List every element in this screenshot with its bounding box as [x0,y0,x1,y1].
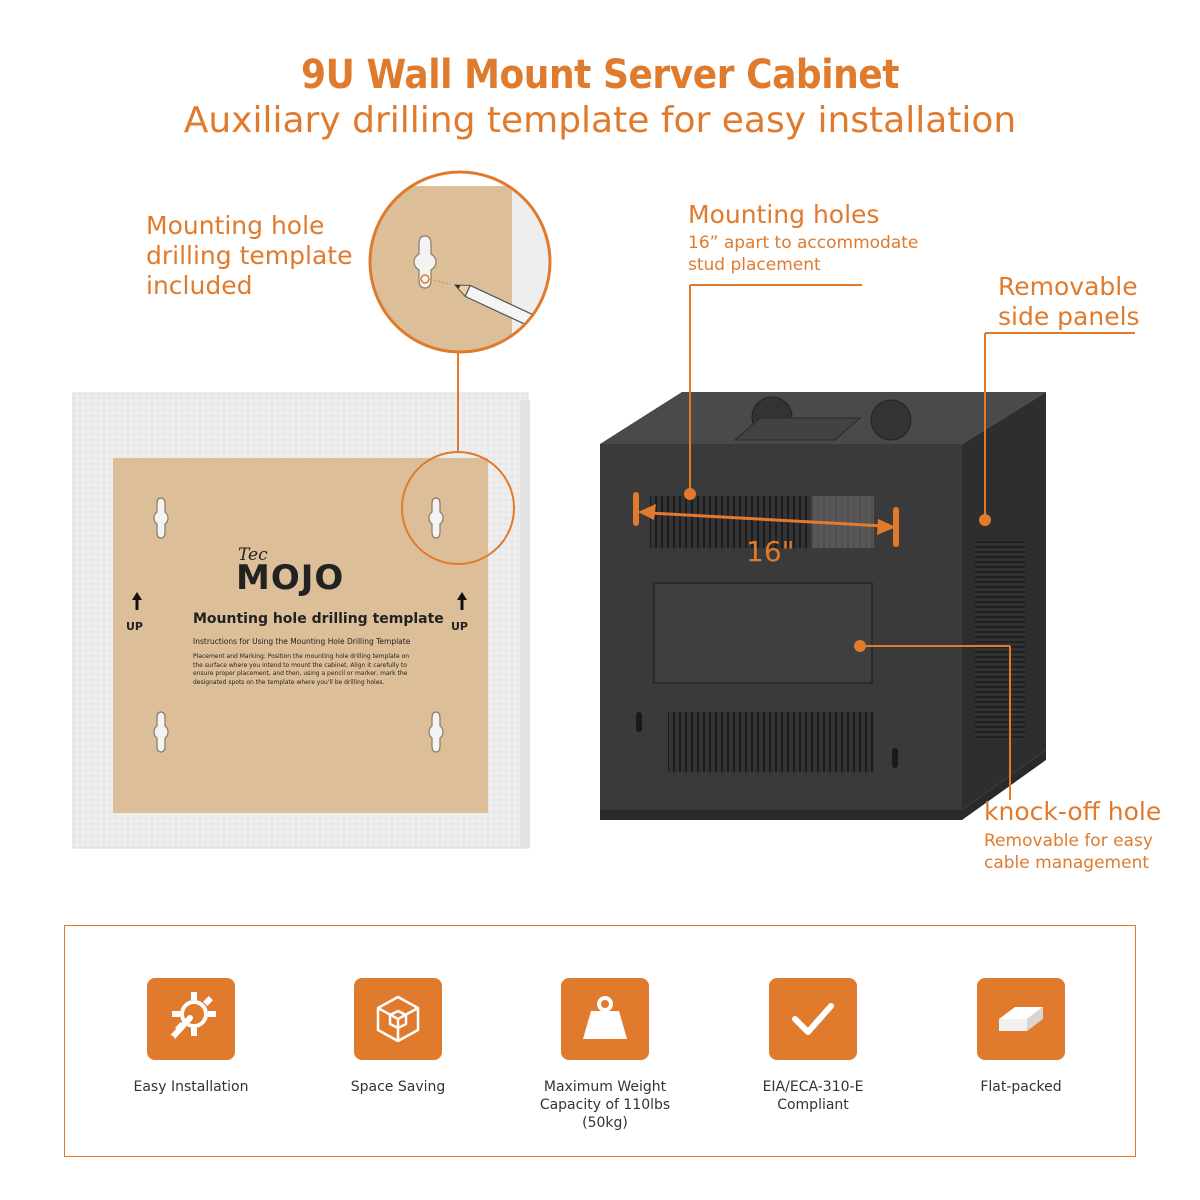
up-arrow-icon [132,592,467,610]
keyhole-slot [428,497,444,539]
page-title: 9U Wall Mount Server Cabinet [300,52,900,98]
gear-wrench-icon [147,978,235,1060]
mounting-holes-title: Mounting holes [688,200,880,229]
keyhole-slot [153,497,169,539]
up-label-right: UP [451,620,468,633]
template-callout: Mounting hole drilling template included [146,211,353,300]
flat-box-icon [977,978,1065,1060]
dimension-label: 16" [746,535,795,568]
template-instructions-title: Instructions for Using the Mounting Hole… [193,637,411,646]
server-cabinet [600,392,1046,820]
feature-label: Easy Installation [133,1079,249,1095]
keyhole-slot [153,711,169,753]
drilling-template [113,458,488,813]
feature-label: Space Saving [350,1079,446,1095]
template-heading: Mounting hole drilling template [193,611,444,627]
feature-compliant: EIA/ECA-310-E Compliant [723,978,903,1114]
zoom-circle [368,170,552,354]
page-subtitle: Auxiliary drilling template for easy ins… [183,100,1017,141]
knock-off-desc: Removable for easy cable management [984,831,1153,873]
weight-icon [561,978,649,1060]
template-instructions: Placement and Marking: Position the moun… [193,653,410,686]
dimension-arrow [633,492,899,547]
brand-logo: MOJO [236,558,345,598]
feature-easy-installation: Easy Installation [101,978,281,1096]
feature-space-saving: Space Saving [308,978,488,1096]
feature-panel: Easy Installation Space Saving Maximum W… [64,925,1136,1157]
cube-icon [354,978,442,1060]
callout-dots [684,488,991,652]
up-label-left: UP [126,620,143,633]
illustration [72,170,1135,849]
callout-lines [689,284,1135,800]
feature-label: EIA/ECA-310-E Compliant [762,1079,864,1113]
feature-flat-packed: Flat-packed [931,978,1111,1096]
feature-label: Flat-packed [980,1079,1062,1095]
keyhole-slot [428,711,444,753]
knock-off-title: knock-off hole [984,797,1162,826]
template-board [72,352,530,849]
checkmark-icon [769,978,857,1060]
side-panels-callout: Removable side panels [998,272,1140,331]
feature-maximum-weight: Maximum Weight Capacity of 110lbs (50kg) [515,978,695,1132]
mounting-holes-desc: 16” apart to accommodate stud placement [688,233,919,275]
brand-logo-small: Tec [238,545,268,565]
feature-label: Maximum Weight Capacity of 110lbs (50kg) [539,1079,671,1131]
